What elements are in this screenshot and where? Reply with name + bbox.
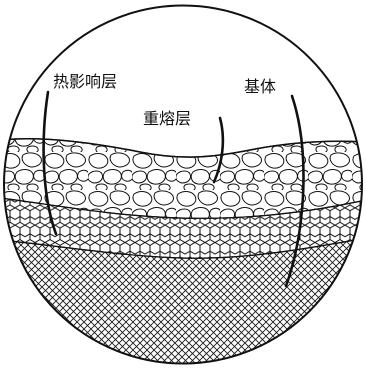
heat-affected-label: 热影响层: [53, 72, 117, 91]
substrate-label: 基体: [244, 77, 276, 96]
remelted-label: 重熔层: [143, 109, 191, 128]
